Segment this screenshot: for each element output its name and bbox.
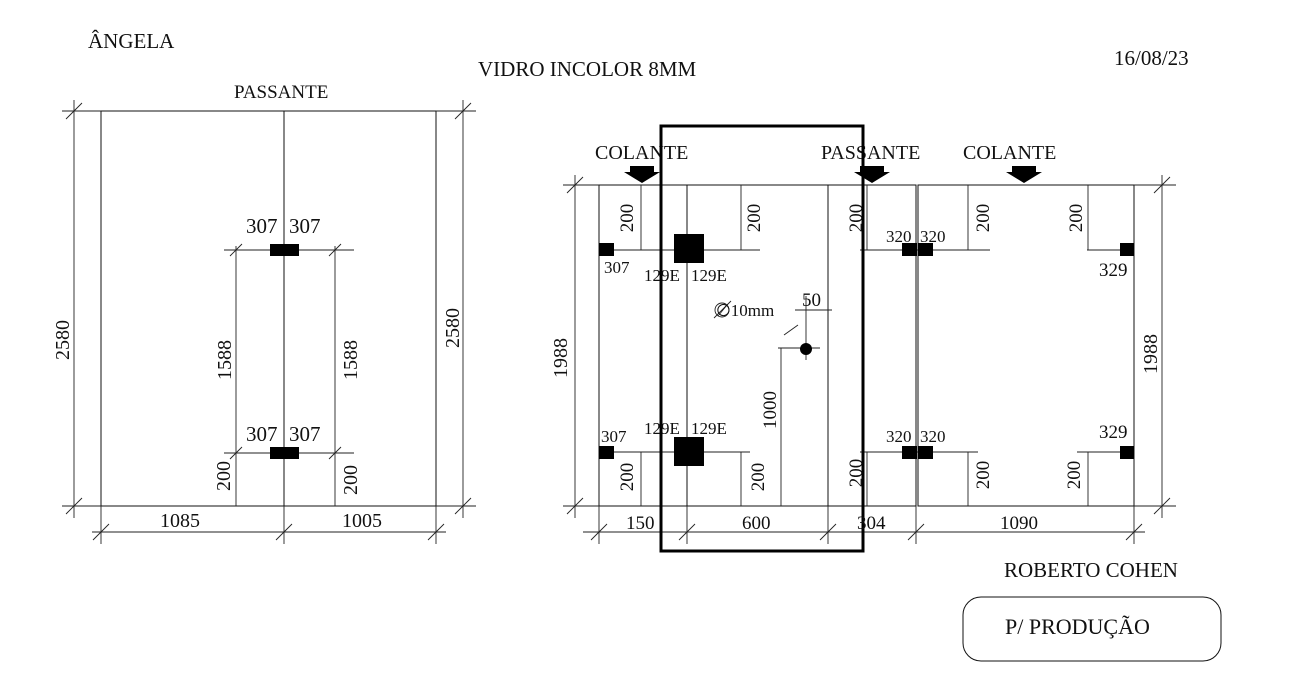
bottom-margin-4: 200 xyxy=(973,461,994,490)
hole-height-label: 1000 xyxy=(760,391,781,429)
right-height-tick-tr xyxy=(1153,176,1171,194)
left-height-label-right: 2580 xyxy=(442,308,464,348)
top-margin-3: 200 xyxy=(846,204,867,233)
left-width-label-b: 1005 xyxy=(342,510,382,532)
left-height-tick-tr xyxy=(454,102,472,120)
colante-right-label: COLANTE xyxy=(963,142,1056,164)
left-hinge-label: PASSANTE xyxy=(234,82,328,103)
bottom-margin-5: 200 xyxy=(1064,461,1085,490)
left-tick-4 xyxy=(328,446,342,460)
bottom-margin-1: 200 xyxy=(617,463,638,492)
left-top-hinge xyxy=(270,244,299,256)
left-tick-2 xyxy=(328,243,342,257)
notch-bottom-label-b: 129E xyxy=(691,419,727,438)
clip-left-top xyxy=(599,243,614,256)
mid-top-label-a: 320 xyxy=(886,227,912,246)
clip-right-top xyxy=(1120,243,1134,256)
left-bottom-margin-right: 200 xyxy=(340,465,362,495)
arrow-down-icon xyxy=(854,166,890,183)
left-width-tick-a xyxy=(92,523,110,541)
left-height-tick-bl xyxy=(65,497,83,515)
diameter-icon xyxy=(714,302,730,318)
left-top-offset-b: 307 xyxy=(289,214,321,238)
left-width-tick-c xyxy=(427,523,445,541)
left-spacing-label-left: 1588 xyxy=(214,340,236,380)
mid-top-label-b: 320 xyxy=(920,227,946,246)
date-label: 16/08/23 xyxy=(1114,46,1189,70)
highlight-frame xyxy=(659,124,865,553)
width-label-2: 600 xyxy=(742,513,771,534)
right-assembly: COLANTE PASSANTE COLANTE xyxy=(550,124,1176,553)
top-margin-1: 200 xyxy=(617,204,638,233)
status-stamp: P/ PRODUÇÃO xyxy=(1005,614,1150,639)
hole-offset-label: 50 xyxy=(802,290,821,311)
left-panel: PASSANTE 2580 2 xyxy=(52,82,476,544)
edge-right-top-label: 329 xyxy=(1099,260,1128,281)
left-height-label-left: 2580 xyxy=(52,320,74,360)
left-tick-1 xyxy=(229,243,243,257)
width-label-4: 1090 xyxy=(1000,513,1038,534)
right-width-tick-a xyxy=(590,523,608,541)
passante-label: PASSANTE xyxy=(821,142,920,164)
left-bottom-offset-b: 307 xyxy=(289,422,321,446)
right-width-tick-e xyxy=(1125,523,1143,541)
clip-mid-top-a xyxy=(902,243,917,256)
left-bottom-margin-left: 200 xyxy=(213,461,235,491)
mid-bottom-label-a: 320 xyxy=(886,427,912,446)
top-margin-5: 200 xyxy=(1066,204,1087,233)
colante-left-label: COLANTE xyxy=(595,142,688,164)
status-stamp-box xyxy=(962,596,1222,662)
top-margin-4: 200 xyxy=(973,204,994,233)
bottom-margin-2: 200 xyxy=(748,463,769,492)
left-top-offset-a: 307 xyxy=(246,214,278,238)
bottom-margin-3: 200 xyxy=(846,459,867,488)
right-height-label-right: 1988 xyxy=(1140,334,1162,374)
right-width-tick-d xyxy=(907,523,925,541)
architect-name: ROBERTO COHEN xyxy=(1004,558,1178,582)
left-spacing-label-right: 1588 xyxy=(340,340,362,380)
left-bottom-offset-a: 307 xyxy=(246,422,278,446)
clip-mid-bottom-b xyxy=(918,446,933,459)
notch-top-label-a: 129E xyxy=(644,266,680,285)
clip-left-bottom xyxy=(599,446,614,459)
right-width-tick-b xyxy=(678,523,696,541)
clip-right-bottom xyxy=(1120,446,1134,459)
right-height-tick-br xyxy=(1153,497,1171,515)
left-width-label-a: 1085 xyxy=(160,510,200,532)
top-margin-2: 200 xyxy=(744,204,765,233)
notch-top xyxy=(674,234,704,263)
left-height-tick-br xyxy=(454,497,472,515)
arrow-down-icon xyxy=(1006,166,1042,183)
diameter-icon-slash xyxy=(713,300,732,319)
mid-bottom-label-b: 320 xyxy=(920,427,946,446)
right-glass-fixed-left xyxy=(598,184,917,507)
right-glass-fixed-right xyxy=(917,184,1135,507)
left-width-tick-b xyxy=(275,523,293,541)
right-height-tick-bl xyxy=(566,497,584,515)
right-width-tick-c xyxy=(819,523,837,541)
left-glass-outline xyxy=(100,110,437,507)
right-height-label-left: 1988 xyxy=(550,338,572,378)
arrow-down-icon xyxy=(624,166,660,183)
clip-mid-bottom-a xyxy=(902,446,917,459)
edge-right-bottom-label: 329 xyxy=(1099,422,1128,443)
hole-marker xyxy=(800,343,812,355)
hole-leader xyxy=(783,324,799,336)
clip-mid-top-b xyxy=(918,243,933,256)
left-tick-3 xyxy=(229,446,243,460)
hole-diameter-label: ∅10mm xyxy=(716,301,774,320)
notch-top-label-b: 129E xyxy=(691,266,727,285)
edge-left-top-label: 307 xyxy=(604,258,630,277)
notch-bottom xyxy=(674,437,704,466)
material-title: VIDRO INCOLOR 8MM xyxy=(478,57,697,81)
left-height-tick-tl xyxy=(65,102,83,120)
edge-left-bottom-label: 307 xyxy=(601,427,627,446)
notch-bottom-label-a: 129E xyxy=(644,419,680,438)
left-bottom-hinge xyxy=(270,447,299,459)
width-label-1: 150 xyxy=(626,513,655,534)
client-name: ÂNGELA xyxy=(88,29,175,53)
width-label-3: 304 xyxy=(857,513,886,534)
right-height-tick-tl xyxy=(566,176,584,194)
